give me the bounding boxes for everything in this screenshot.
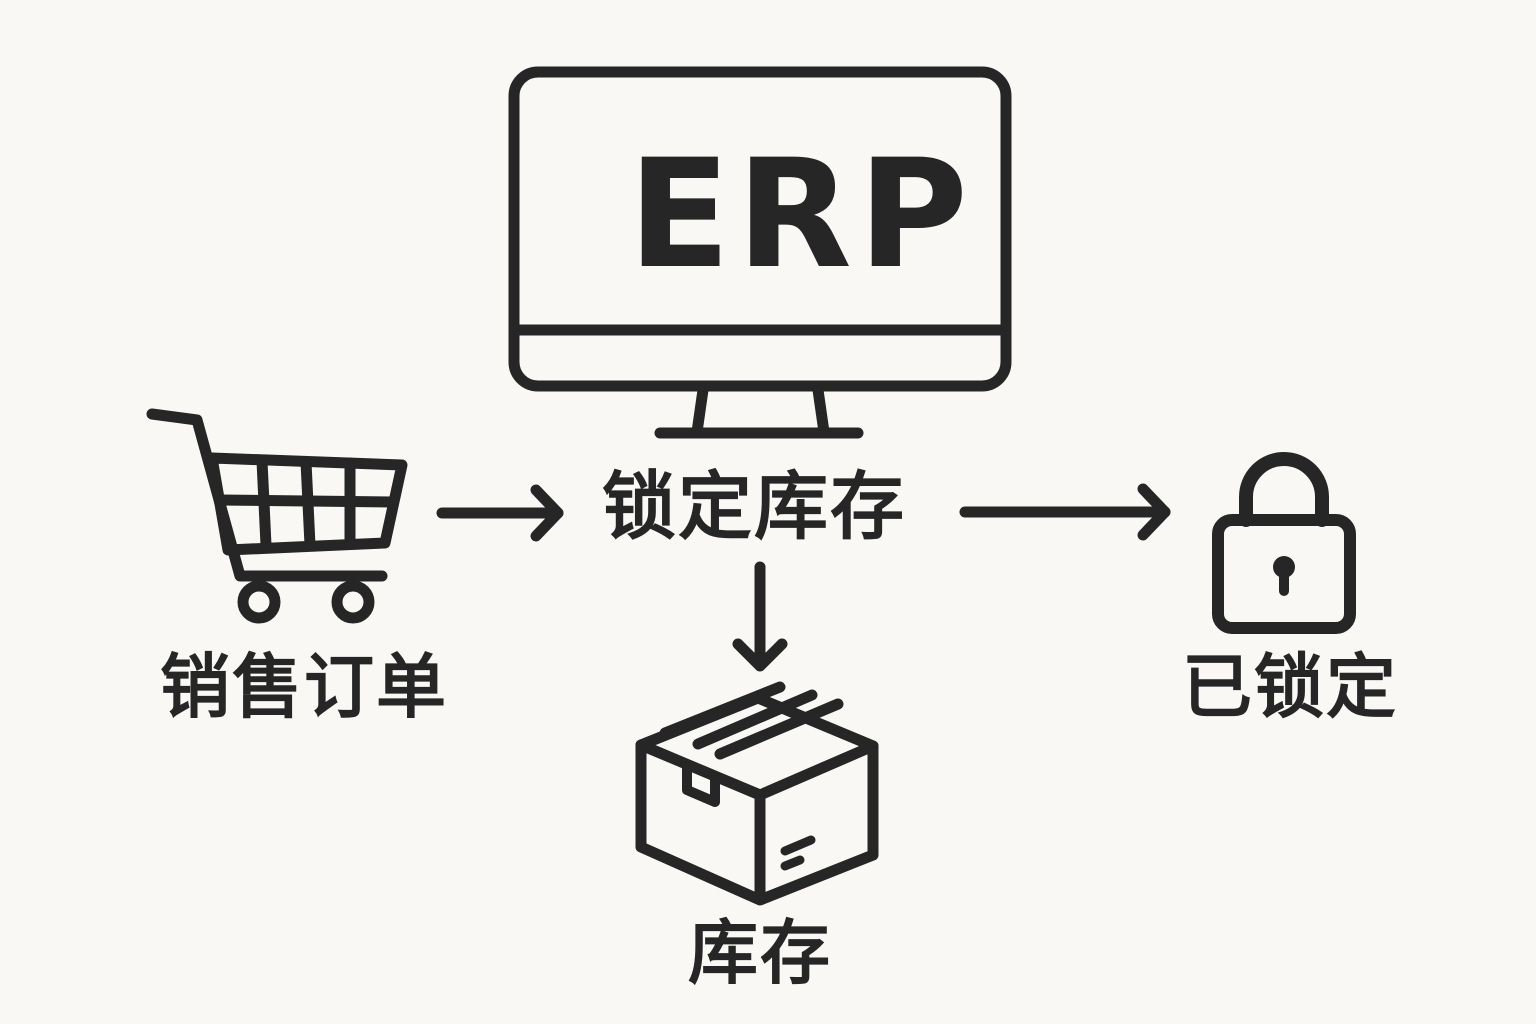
arrow-right-2 — [959, 483, 1171, 541]
monitor-icon — [508, 66, 1012, 439]
arrow-right-1 — [436, 484, 564, 542]
erp-label: ERP — [628, 128, 974, 302]
inventory-label: 库存 — [688, 912, 832, 994]
sales-order-label: 销售订单 — [160, 646, 448, 728]
padlock-icon — [1212, 452, 1356, 634]
arrow-down — [732, 561, 788, 672]
package-box-icon — [635, 681, 879, 906]
shopping-cart-icon — [146, 408, 408, 624]
keyhole-icon — [1273, 556, 1295, 596]
locked-label: 已锁定 — [1182, 646, 1398, 728]
lock-inventory-label: 锁定库存 — [602, 464, 906, 550]
